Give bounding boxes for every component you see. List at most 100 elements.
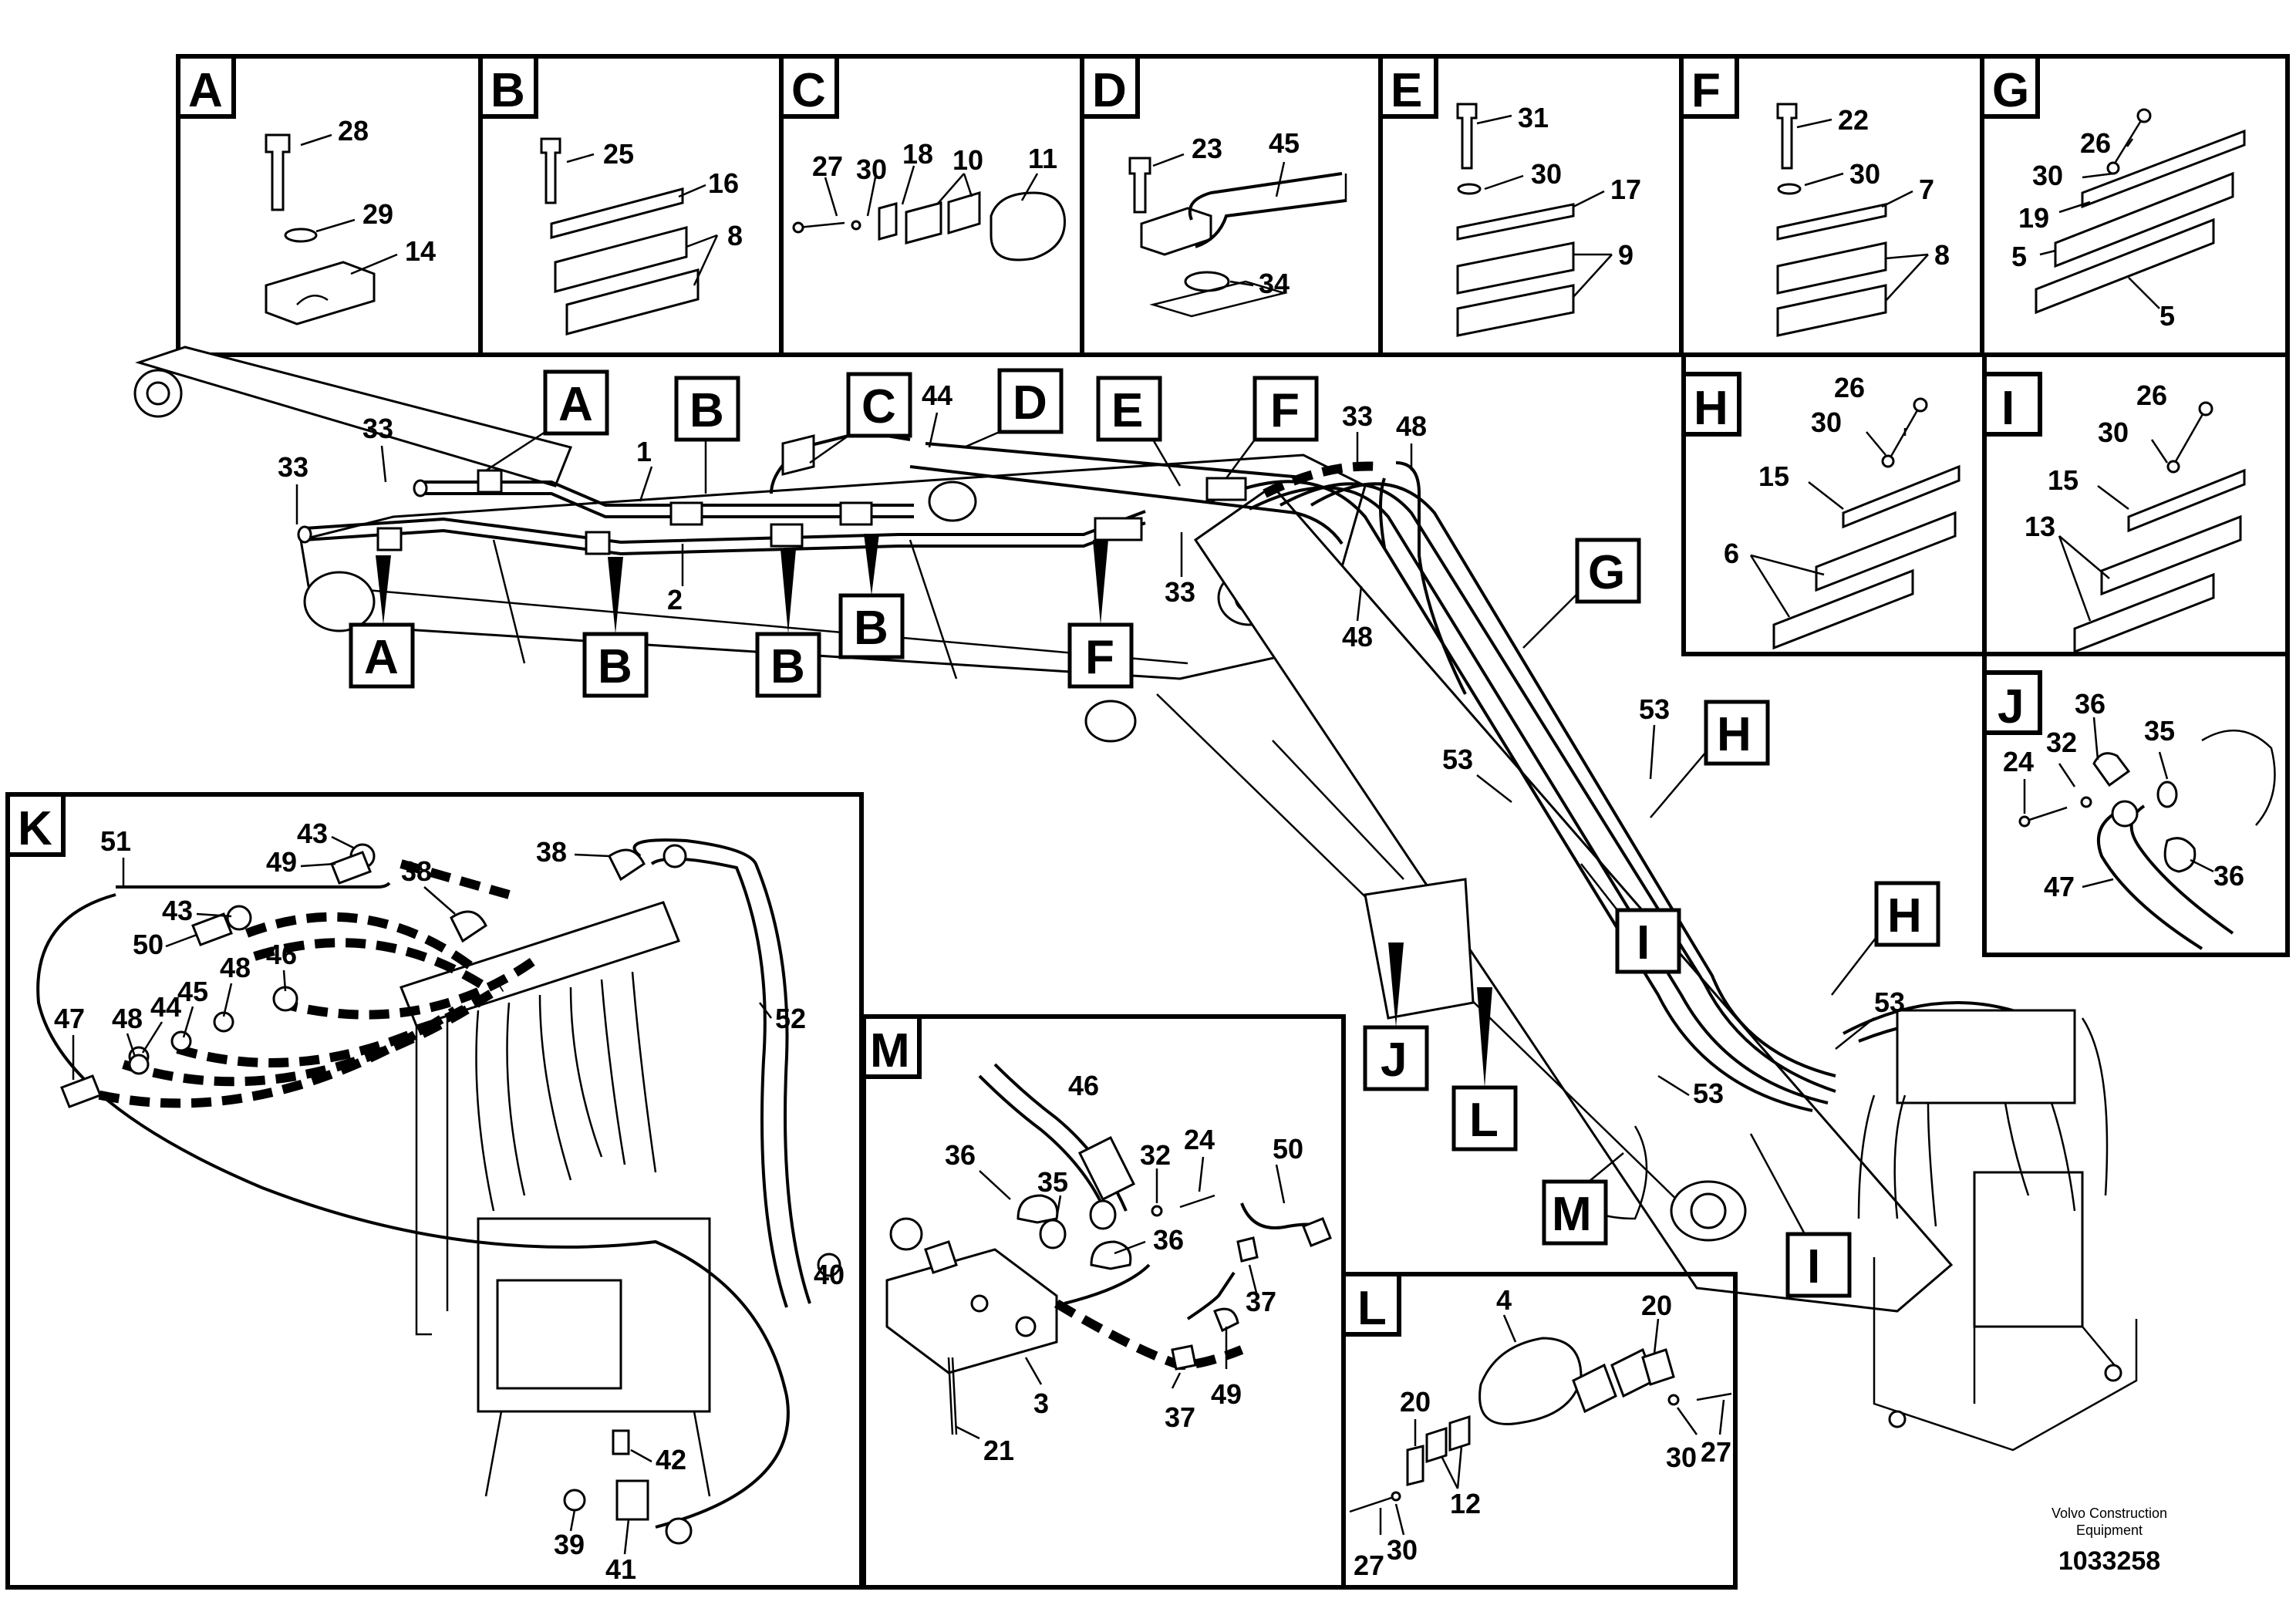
brand-line1: Volvo Construction (2052, 1506, 2167, 1521)
clamp-11 (990, 191, 1066, 261)
fitting-48b (128, 1054, 150, 1075)
flange-block (1140, 207, 1212, 256)
label-30: 30 (2032, 160, 2063, 191)
washer-30 (1457, 183, 1482, 195)
detail-view-d: D 23 45 34 (1080, 54, 1347, 318)
label-45: 45 (177, 976, 208, 1007)
label-24: 24 (2003, 746, 2034, 777)
label-52: 52 (775, 1003, 806, 1034)
label-27: 27 (812, 150, 843, 182)
label-20b: 20 (1400, 1386, 1431, 1418)
label-30: 30 (1666, 1442, 1697, 1473)
detail-view-j: J 36 32 24 35 47 36 (1982, 670, 2276, 950)
label-14: 14 (405, 235, 436, 267)
detail-strip-frame (176, 54, 2290, 357)
label-25: 25 (603, 138, 634, 170)
fitting-47 (60, 1074, 102, 1108)
clamp-c-boom (781, 434, 815, 476)
washer-30 (1667, 1394, 1680, 1406)
flange-half-36a (1017, 1194, 1059, 1224)
valve-block-3 (885, 1248, 1058, 1374)
detail-view-l: L 4 20 20 12 27 30 30 27 (1341, 1272, 1738, 1590)
clamp-14 (265, 261, 376, 325)
view-letter-g: G (1992, 64, 2029, 117)
label-15: 15 (2048, 464, 2079, 496)
detail-view-f: F 22 30 7 8 (1679, 54, 1950, 337)
label-40: 40 (814, 1259, 845, 1290)
detail-view-g: G 26 30 19 5 5 (1980, 54, 2246, 332)
detail-view-a: A 28 29 14 (176, 54, 436, 325)
label-37a: 37 (1246, 1286, 1276, 1317)
hose-bundle-1 (1210, 480, 1813, 1112)
label-35: 35 (1037, 1166, 1068, 1198)
tee-41 (615, 1479, 649, 1521)
view-letter-h: H (1694, 382, 1728, 435)
label-31: 31 (1518, 102, 1549, 133)
clamp-6a (1815, 511, 1957, 592)
label-38b: 38 (401, 855, 432, 887)
plate-15 (2127, 468, 2246, 533)
o-ring-35 (1039, 1219, 1067, 1249)
label-1: 1 (636, 436, 652, 467)
label-2: 2 (667, 584, 683, 615)
label-16: 16 (708, 167, 739, 199)
callout-h-right: H (1887, 889, 1922, 943)
label-44: 44 (150, 991, 181, 1023)
label-53-d: 53 (1693, 1077, 1724, 1109)
bolt-24 (1179, 1194, 1215, 1209)
label-22: 22 (1838, 104, 1869, 136)
clamp-5b (2035, 218, 2215, 315)
detail-view-m: M 46 36 35 (861, 1014, 1346, 1590)
washer-30 (851, 220, 861, 231)
manifold-right (1896, 1009, 2076, 1104)
label-32: 32 (2046, 727, 2077, 758)
label-36b: 36 (1153, 1224, 1184, 1256)
label-4: 4 (1496, 1284, 1512, 1316)
label-46: 46 (1068, 1070, 1099, 1101)
boom-callouts: A B C D E F A B B B F G H (278, 368, 1940, 1298)
label-45: 45 (1269, 127, 1300, 159)
label-36a: 36 (2075, 688, 2106, 720)
label-53-c: 53 (1874, 986, 1905, 1018)
cylinder-end (2201, 729, 2276, 826)
label-50: 50 (1273, 1133, 1303, 1165)
line-2 (304, 510, 1146, 545)
label-12: 12 (1450, 1488, 1481, 1519)
label-44: 44 (922, 379, 952, 411)
callout-b-bottom-3: B (854, 602, 888, 655)
callout-a-bottom: A (364, 631, 399, 684)
label-19: 19 (2018, 202, 2049, 234)
label-32: 32 (1140, 1139, 1171, 1171)
screw-27 (797, 221, 845, 229)
boom-cylinder (135, 346, 573, 487)
label-8: 8 (1934, 239, 1950, 271)
boom-arm (1193, 484, 1954, 1313)
label-27b: 27 (1354, 1549, 1384, 1581)
label-26: 26 (2080, 127, 2111, 159)
arm-cylinder (1364, 878, 1475, 1020)
detail-view-e: E 31 30 17 9 (1378, 54, 1641, 337)
clamp-6b (1772, 568, 1914, 650)
view-letter-a: A (188, 64, 223, 117)
washer-30 (1881, 454, 1895, 468)
label-11: 11 (1028, 143, 1057, 174)
label-13: 13 (2025, 511, 2055, 542)
bolt-26 (2173, 408, 2207, 464)
washer-30 (2106, 161, 2120, 175)
view-letter-j: J (1998, 680, 2024, 733)
callout-g: G (1588, 546, 1625, 599)
boom-body-upper (299, 454, 1367, 680)
clamp-8a (1776, 241, 1887, 295)
dashed-hose-boom (1263, 461, 1381, 498)
washer-30b (1391, 1491, 1401, 1502)
label-46: 46 (266, 939, 297, 970)
label-50: 50 (133, 929, 164, 960)
label-34: 34 (1259, 268, 1290, 299)
footer: Volvo Construction Equipment 1033258 (2052, 1506, 2167, 1576)
label-48-b: 48 (1342, 621, 1373, 653)
detail-view-h: H 26 30 15 6 (1681, 372, 1961, 650)
label-30: 30 (1531, 158, 1562, 190)
clamp-9b (1456, 284, 1575, 337)
label-18: 18 (902, 138, 933, 170)
bolt-21 (951, 1357, 958, 1435)
